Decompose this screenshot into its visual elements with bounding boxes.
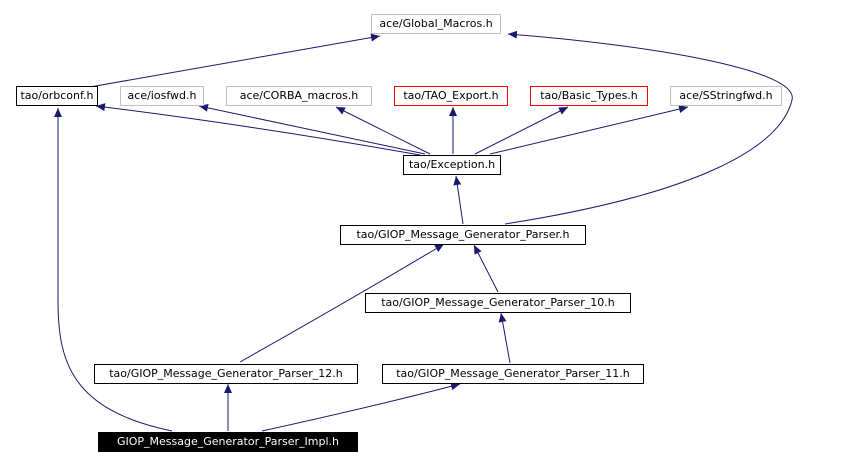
edge-orbconf-to-global-macros — [89, 33, 381, 88]
edge-impl-to-orbconf — [54, 108, 173, 432]
node-parser-11[interactable]: tao/GIOP_Message_Generator_Parser_11.h — [382, 364, 644, 384]
edge-parser-12-to-parser — [239, 243, 445, 363]
node-sstringfwd[interactable]: ace/SStringfwd.h — [670, 86, 782, 106]
node-iosfwd[interactable]: ace/iosfwd.h — [120, 86, 204, 106]
node-tao-export[interactable]: tao/TAO_Export.h — [394, 86, 508, 106]
node-parser-impl[interactable]: GIOP_Message_Generator_Parser_Impl.h — [98, 432, 358, 452]
node-basic-types[interactable]: tao/Basic_Types.h — [530, 86, 648, 106]
edge-parser-10-to-parser — [473, 244, 499, 293]
edge-exception-to-orbconf — [95, 103, 421, 156]
edge-parser-to-exception — [453, 175, 464, 225]
node-parser-12[interactable]: tao/GIOP_Message_Generator_Parser_12.h — [94, 364, 358, 384]
edge-parser-to-global-macros — [504, 30, 793, 225]
edge-impl-to-parser-11 — [261, 382, 461, 432]
edge-exception-to-basic-types — [474, 106, 569, 155]
node-exception[interactable]: tao/Exception.h — [403, 155, 501, 175]
edge-parser-11-to-parser-10 — [498, 312, 511, 364]
node-global-macros[interactable]: ace/Global_Macros.h — [371, 14, 501, 34]
edge-exception-to-iosfwd — [198, 103, 426, 155]
node-corba-macros[interactable]: ace/CORBA_macros.h — [226, 86, 372, 106]
edge-exception-to-corba-macros — [335, 106, 431, 155]
node-parser[interactable]: tao/GIOP_Message_Generator_Parser.h — [340, 225, 586, 245]
node-parser-10[interactable]: tao/GIOP_Message_Generator_Parser_10.h — [365, 293, 631, 313]
edge-exception-to-sstringfwd — [489, 105, 689, 155]
node-orbconf[interactable]: tao/orbconf.h — [16, 86, 98, 106]
